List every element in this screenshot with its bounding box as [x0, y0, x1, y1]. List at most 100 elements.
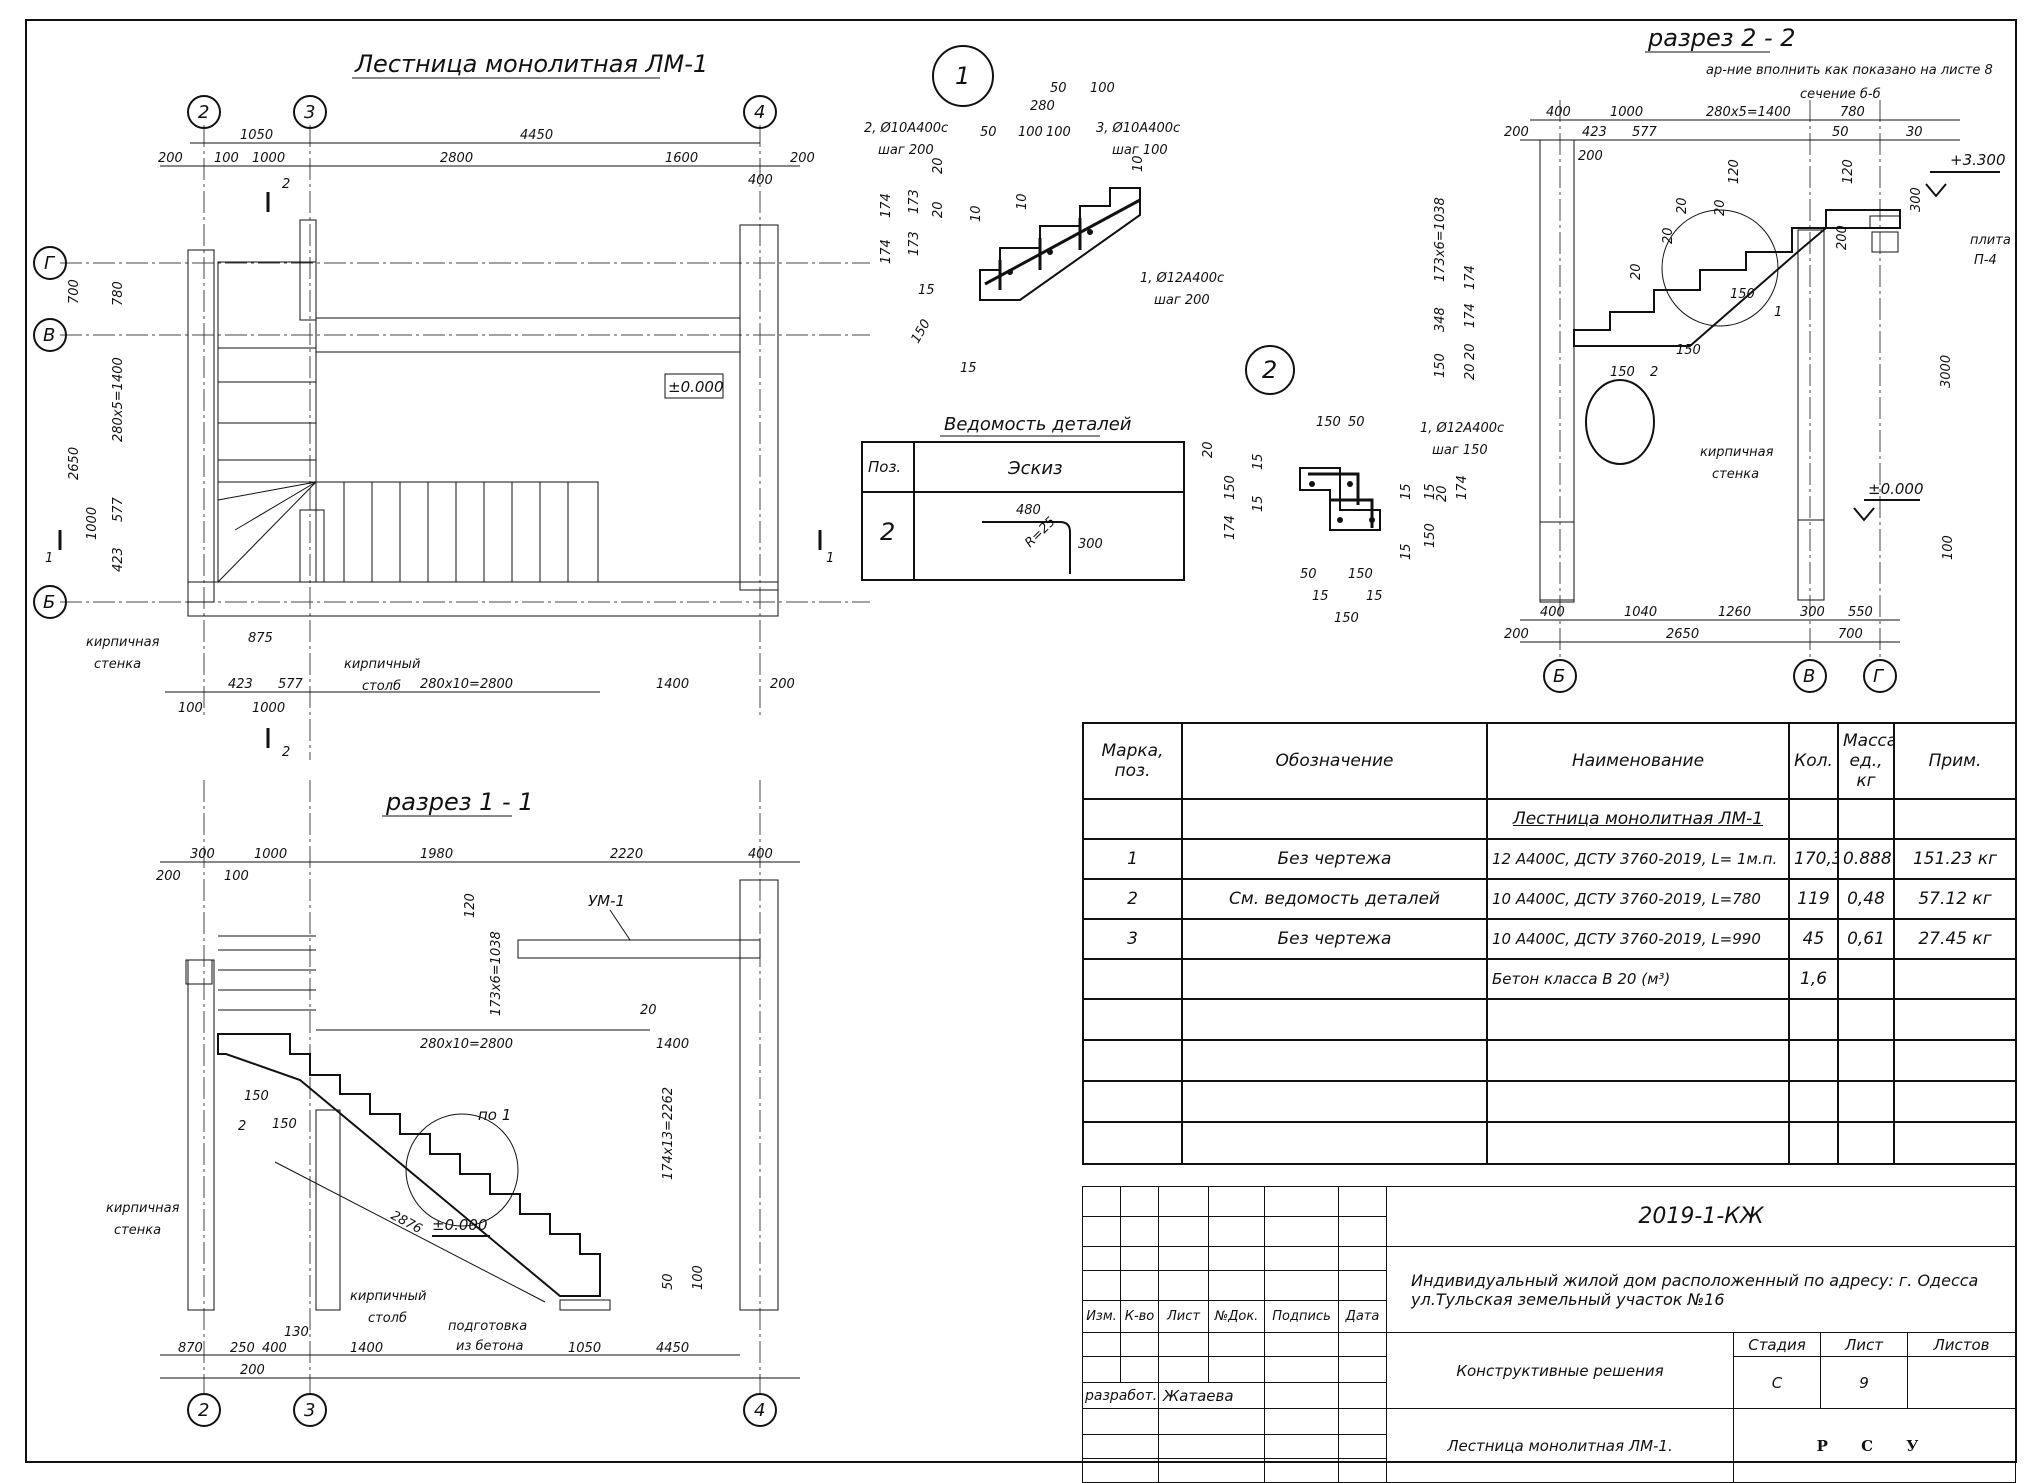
s11-dim-100: 100 — [224, 869, 249, 884]
s22-dim-30: 30 — [1906, 125, 1923, 140]
node-2: 2 1, Ø12А400с шаг 150 150 50 20 15 150 1… — [1201, 345, 1504, 626]
plan-dim-100: 100 — [214, 151, 239, 166]
node2-dim-150b: 150 — [1223, 475, 1238, 500]
node1-dim-174a: 174 — [879, 193, 894, 218]
spec-h-mass: Масса ед., кг — [1837, 722, 1895, 800]
node2-dim-20b: 20 — [1435, 485, 1450, 502]
details-table: Ведомость деталей Поз. Эскиз 2 480 R=25 … — [861, 414, 1185, 581]
s11-dim-150b: 150 — [272, 1117, 297, 1132]
node2-dim-50b: 50 — [1300, 567, 1317, 582]
s11-dim-20: 20 — [640, 1003, 657, 1018]
s22-dim-150d: 150 — [1610, 365, 1635, 380]
plan-dim-1400: 1400 — [656, 677, 689, 692]
spec-r3-pos: 3 — [1082, 918, 1183, 960]
s22-dim-1040: 1040 — [1624, 605, 1657, 620]
plan-dim-4450: 4450 — [520, 128, 553, 143]
details-d3: 300 — [1078, 537, 1103, 552]
node1-dim-280: 280 — [1030, 99, 1055, 114]
node2-dim-174b: 174 — [1455, 475, 1470, 500]
node2-dim-150e: 150 — [1334, 611, 1359, 626]
plan-cut-1-right: 1 — [826, 551, 834, 566]
plan-cut-2-bottom: 2 — [282, 745, 290, 760]
s22-dim-20e: 20 — [1463, 343, 1478, 360]
s22-dim-2: 2 — [1650, 365, 1658, 380]
s11-title: разрез 1 - 1 — [385, 788, 534, 816]
s22-dim-280x5: 280х5=1400 — [1706, 105, 1791, 120]
stamp-org: Р С У — [1733, 1408, 2016, 1483]
node1-bar2-step: шаг 200 — [878, 143, 934, 158]
plan-label-wall: кирпичная — [86, 635, 160, 650]
stamp-section: Конструктивные решения — [1386, 1332, 1734, 1409]
spec-r2-qty: 119 — [1788, 878, 1839, 920]
s11-dim-300: 300 — [190, 847, 215, 862]
s22-note: ар-ние вполнить как показано на листе 8 — [1706, 63, 1993, 78]
node1-dim-15a: 15 — [918, 283, 935, 298]
s11-label-prep2: из бетона — [456, 1339, 524, 1354]
s11-dim-1980: 1980 — [420, 847, 453, 862]
s22-dim-50: 50 — [1832, 125, 1849, 140]
stamp-author: Жатаева — [1158, 1382, 1265, 1409]
stamp-code: 2019-1-КЖ — [1386, 1186, 2016, 1247]
spec-r2-mass: 0,48 — [1837, 878, 1895, 920]
node2-bar-step: шаг 150 — [1432, 443, 1488, 458]
spec-r3-mass: 0,61 — [1837, 918, 1895, 960]
spec-h-designation: Обозначение — [1181, 722, 1488, 800]
spec-r1-des: Без чертежа — [1181, 838, 1488, 880]
s22-dim-200: 200 — [1504, 125, 1529, 140]
section-2-2: разрез 2 - 2 ар-ние вполнить как показан… — [1433, 24, 2011, 693]
stamp-sheet: 9 — [1820, 1356, 1908, 1409]
plan-dim-2800: 2800 — [440, 151, 473, 166]
node2-dim-50a: 50 — [1348, 415, 1365, 430]
plan-dim-875: 875 — [248, 631, 273, 646]
plan-dim-577v: 577 — [111, 496, 126, 522]
s11-axis-4: 4 — [754, 1400, 765, 1421]
s22-dim-3000: 3000 — [1939, 355, 1954, 388]
spec-h-mark: Марка, поз. — [1082, 722, 1183, 800]
node1-dim-50a: 50 — [1050, 81, 1067, 96]
stamp-col-list: Лист — [1158, 1300, 1209, 1333]
s11-label-wall: кирпичная — [106, 1201, 180, 1216]
s11-label-post: кирпичный — [350, 1289, 426, 1304]
stamp-col-kvo: К-во — [1120, 1300, 1159, 1333]
node1-dim-174b: 174 — [879, 239, 894, 264]
s11-dim-100b: 870 — [178, 1341, 203, 1356]
plan-title: Лестница монолитная ЛМ-1 — [354, 50, 708, 78]
spec-r4-name: Бетон класса В 20 (м³) — [1486, 958, 1790, 1000]
node2-dim-15e: 15 — [1399, 543, 1414, 560]
s11-dim-870: 400 — [262, 1341, 287, 1356]
section-1-1: разрез 1 - 1 300 1000 1980 2220 400 200 … — [106, 780, 800, 1427]
s11-level: ±0.000 — [432, 1216, 488, 1234]
stamp-stage-h: Стадия — [1733, 1332, 1821, 1357]
node2-dim-174a: 174 — [1223, 515, 1238, 540]
s11-dim-2876: 2876 — [388, 1208, 424, 1237]
spec-r2-des: См. ведомость деталей — [1181, 878, 1488, 920]
node1-num: 1 — [955, 62, 970, 90]
spec-h-name: Наименование — [1486, 722, 1790, 800]
plan-dim-200b: 200 — [790, 151, 815, 166]
spec-r3-name: 10 А400С, ДСТУ 3760-2019, L=990 — [1486, 918, 1790, 960]
s11-axis-2: 2 — [198, 1400, 209, 1421]
spec-r1-qty: 170,3 — [1788, 838, 1839, 880]
s11-label-prep: подготовка — [448, 1319, 527, 1334]
details-title: Ведомость деталей — [944, 414, 1132, 435]
s22-dim-300: 300 — [1909, 187, 1924, 212]
s22-axis-b: Б — [1553, 666, 1565, 687]
details-col-pos: Поз. — [868, 458, 901, 476]
s22-level-bot: ±0.000 — [1868, 480, 1924, 498]
node1-bar2: 2, Ø10А400с — [864, 121, 948, 136]
node2-dim-15g: 15 — [1366, 589, 1383, 604]
s22-slab2: П-4 — [1974, 253, 1997, 268]
node2-dim-15b: 15 — [1251, 495, 1266, 512]
s11-dim-2220: 2220 — [610, 847, 643, 862]
s11-dim-174x13: 174х13=2262 — [661, 1087, 676, 1180]
s22-dim-20a: 20 — [1713, 199, 1728, 216]
spec-r4-qty: 1,6 — [1788, 958, 1839, 1000]
s22-dim-200b: 200 — [1578, 149, 1603, 164]
plan-dim-780: 780 — [111, 281, 126, 306]
s11-dim-534: 100 — [691, 1265, 706, 1290]
node1-dim-150: 150 — [908, 317, 933, 346]
stamp-col-ndok: №Док. — [1208, 1300, 1265, 1333]
plan-dim-280x5: 280х5=1400 — [111, 357, 126, 442]
s22-dim-780: 780 — [1840, 105, 1865, 120]
spec-r2-name: 10 А400С, ДСТУ 3760-2019, L=780 — [1486, 878, 1790, 920]
